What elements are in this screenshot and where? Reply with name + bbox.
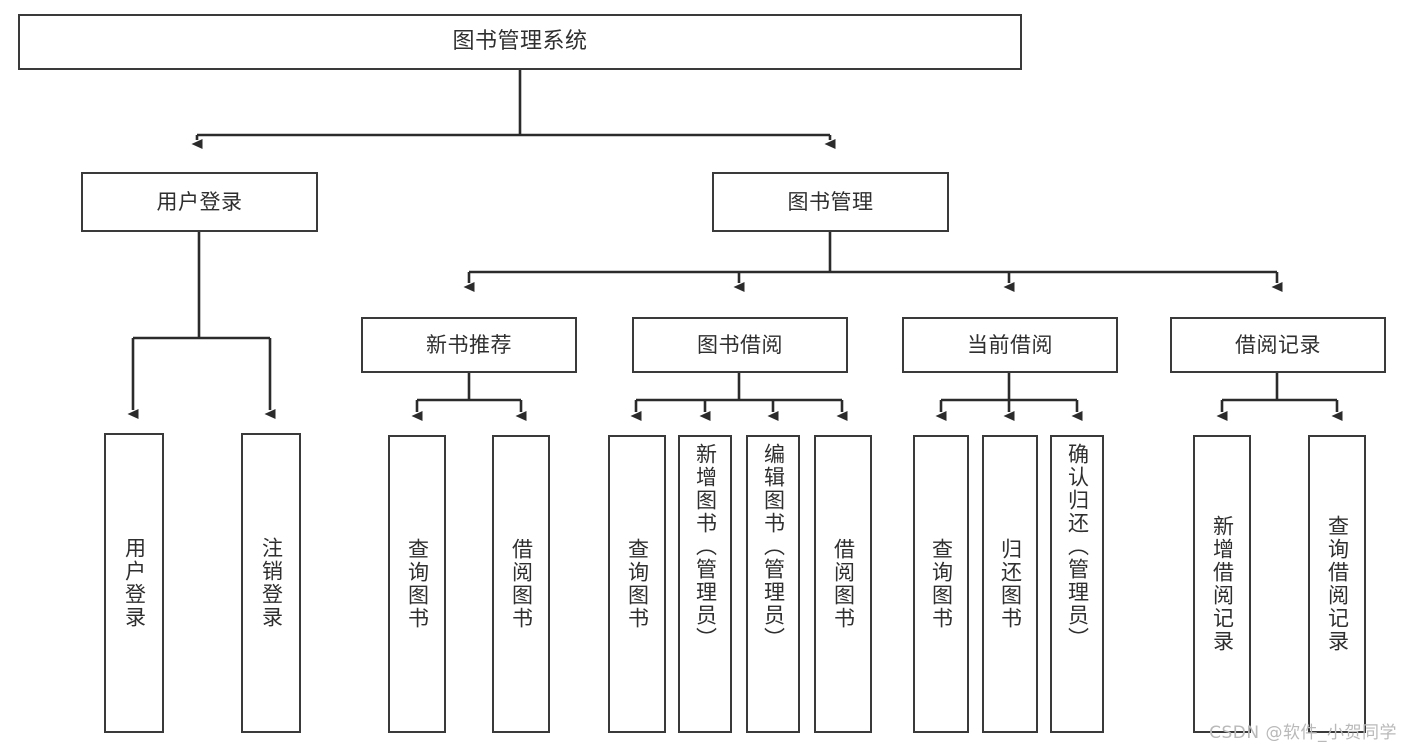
leaf-user-login[interactable]: 用户登录 [104, 433, 164, 733]
node-root-label: 图书管理系统 [452, 29, 588, 55]
leaf-add-book-admin-label: 新增图书（管理员） [693, 443, 718, 650]
leaf-return-book-label: 归还图书 [998, 538, 1023, 630]
node-current-borrow[interactable]: 当前借阅 [902, 317, 1118, 373]
leaf-query-book-3[interactable]: 查询图书 [913, 435, 969, 733]
node-book-borrow[interactable]: 图书借阅 [632, 317, 848, 373]
node-user-login-label: 用户登录 [156, 189, 243, 214]
node-book-management-label: 图书管理 [787, 189, 874, 214]
leaf-confirm-return-admin-label: 确认归还（管理员） [1065, 443, 1090, 650]
leaf-edit-book-admin-label: 编辑图书（管理员） [761, 443, 786, 650]
node-borrow-record-label: 借阅记录 [1235, 332, 1321, 357]
leaf-user-login-label: 用户登录 [122, 537, 147, 629]
leaf-query-book-2[interactable]: 查询图书 [608, 435, 666, 733]
leaf-confirm-return-admin[interactable]: 确认归还（管理员） [1050, 435, 1104, 733]
leaf-add-borrow-record-label: 新增借阅记录 [1210, 515, 1235, 653]
leaf-borrow-book-1[interactable]: 借阅图书 [492, 435, 550, 733]
node-new-book-recommend[interactable]: 新书推荐 [361, 317, 577, 373]
leaf-query-borrow-record[interactable]: 查询借阅记录 [1308, 435, 1366, 733]
node-user-login[interactable]: 用户登录 [81, 172, 318, 232]
leaf-query-borrow-record-label: 查询借阅记录 [1325, 515, 1350, 653]
node-root-book-management-system[interactable]: 图书管理系统 [18, 14, 1022, 70]
leaf-add-book-admin[interactable]: 新增图书（管理员） [678, 435, 732, 733]
leaf-borrow-book-2[interactable]: 借阅图书 [814, 435, 872, 733]
node-new-book-recommend-label: 新书推荐 [426, 332, 512, 357]
leaf-borrow-book-1-label: 借阅图书 [509, 538, 534, 630]
leaf-query-book-1[interactable]: 查询图书 [388, 435, 446, 733]
node-book-borrow-label: 图书借阅 [697, 332, 783, 357]
leaf-query-book-2-label: 查询图书 [625, 538, 650, 630]
leaf-logout-login[interactable]: 注销登录 [241, 433, 301, 733]
node-current-borrow-label: 当前借阅 [967, 332, 1053, 357]
leaf-query-book-1-label: 查询图书 [405, 538, 430, 630]
leaf-borrow-book-2-label: 借阅图书 [831, 538, 856, 630]
leaf-query-book-3-label: 查询图书 [929, 538, 954, 630]
leaf-edit-book-admin[interactable]: 编辑图书（管理员） [746, 435, 800, 733]
leaf-add-borrow-record[interactable]: 新增借阅记录 [1193, 435, 1251, 733]
leaf-logout-login-label: 注销登录 [259, 537, 284, 629]
node-book-management[interactable]: 图书管理 [712, 172, 949, 232]
node-borrow-record[interactable]: 借阅记录 [1170, 317, 1386, 373]
csdn-watermark: CSDN @软件_小贺同学 [1209, 723, 1397, 743]
leaf-return-book[interactable]: 归还图书 [982, 435, 1038, 733]
